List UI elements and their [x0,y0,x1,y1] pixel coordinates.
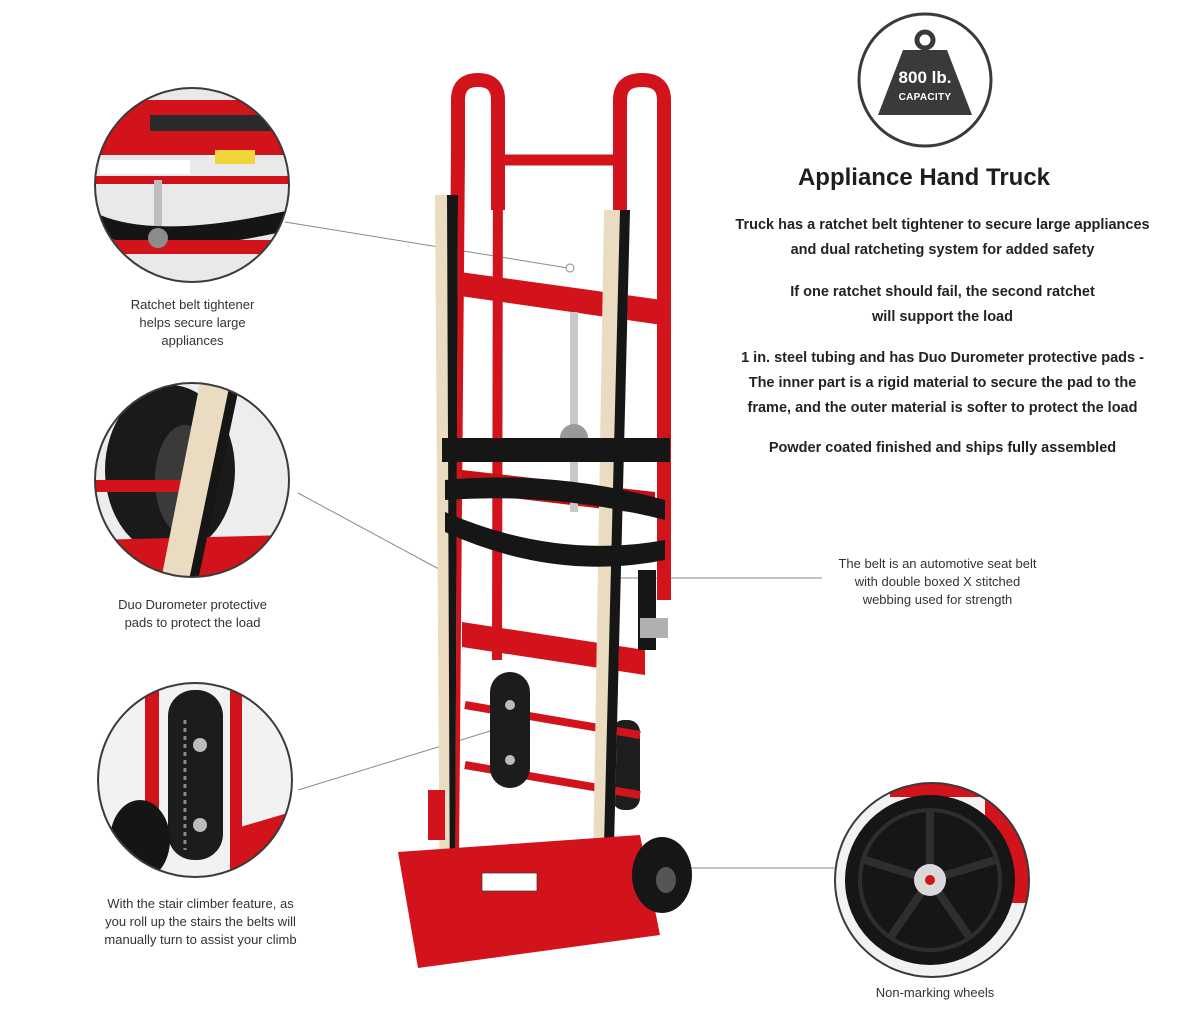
caption-belt: The belt is an automotive seat belt with… [838,556,1037,607]
caption-wheels: Non-marking wheels [875,985,995,1000]
description-paragraph-2: If one ratchet should fail, the second r… [790,284,1095,325]
capacity-label: CAPACITY [898,92,952,103]
description-paragraph-1: Truck has a ratchet belt tightener to se… [735,217,1150,258]
hand-truck-icon [398,72,692,968]
caption-ratchet: Ratchet belt tightener helps secure larg… [130,297,255,348]
caption-pads: Duo Durometer protective pads to protect… [118,597,267,630]
wheel-detail-icon [834,782,1030,978]
description-paragraph-4: Powder coated finished and ships fully a… [768,440,1117,456]
weight-icon [857,12,993,148]
caption-stair-climber: With the stair climber feature, as you r… [104,896,297,947]
ratchet-detail-icon [94,87,290,283]
pad-detail-icon [94,382,290,578]
product-title: Appliance Hand Truck [797,164,1051,191]
capacity-weight: 800 lb. [898,68,952,87]
stair-climber-detail-icon [97,682,293,878]
description-paragraph-3: 1 in. steel tubing and has Duo Durometer… [741,350,1144,416]
